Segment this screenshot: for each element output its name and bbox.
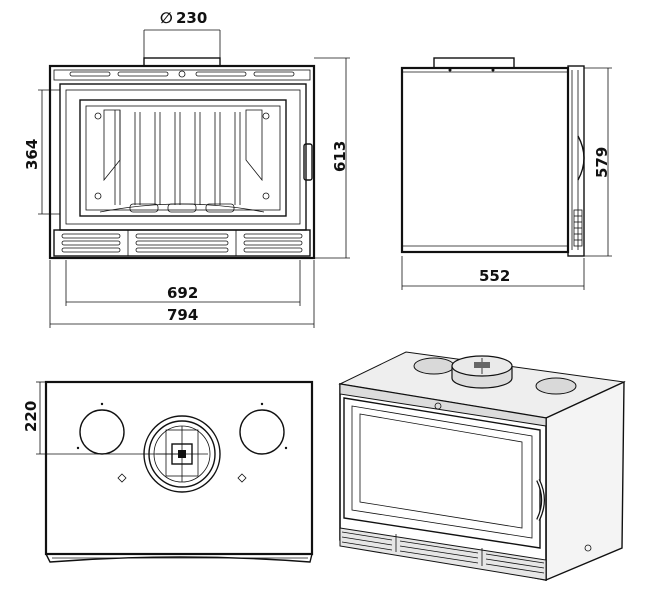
flue-diameter-symbol: ∅ xyxy=(160,9,173,27)
side-height-label: 579 xyxy=(593,147,611,178)
total-height-label: 613 xyxy=(331,141,349,172)
top-view: 220 xyxy=(22,380,314,563)
side-view: 579 552 xyxy=(400,57,612,290)
top-flue-offset-label: 220 xyxy=(22,401,40,432)
opening-height-label: 364 xyxy=(23,139,41,170)
flue-collar xyxy=(143,57,221,67)
perspective-view xyxy=(338,351,626,582)
total-width-label: 794 xyxy=(167,306,198,324)
side-depth-label: 552 xyxy=(479,267,510,285)
flue-diameter-label: 230 xyxy=(176,9,207,27)
opening-width-label: 692 xyxy=(167,284,198,302)
front-view: ∅ 230 364 613 692 794 xyxy=(23,9,350,328)
door-handle xyxy=(303,143,313,181)
